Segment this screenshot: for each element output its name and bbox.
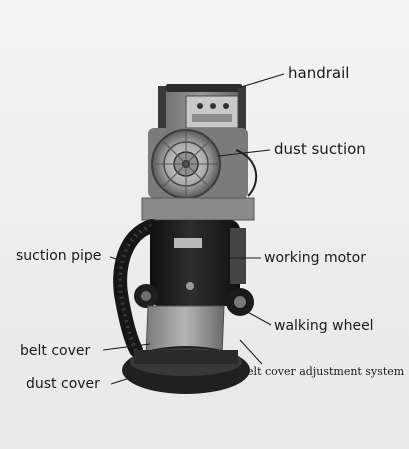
label-suction-pipe: suction pipe xyxy=(16,248,102,264)
leader-dust-suction xyxy=(217,149,271,157)
label-belt-cover: belt cover xyxy=(20,343,91,359)
leader-walking-wheel xyxy=(243,309,272,326)
label-handrail: handrail xyxy=(288,64,350,82)
leader-belt-cover-adjustment xyxy=(239,339,263,365)
leader-handrail xyxy=(237,73,285,89)
label-dust-cover: dust cover xyxy=(26,376,100,392)
mounting-plate xyxy=(141,197,255,221)
suction-pipe-part xyxy=(113,219,159,357)
label-belt-cover-adjustment-system: belt cover adjustment system xyxy=(240,365,405,378)
label-walking-wheel: walking wheel xyxy=(274,318,374,334)
label-working-motor: working motor xyxy=(264,250,366,266)
leader-lines xyxy=(102,73,285,385)
dust-suction-part xyxy=(148,128,257,199)
leader-suction-pipe xyxy=(109,256,127,263)
label-dust-suction: dust suction xyxy=(274,140,366,158)
leader-belt-cover xyxy=(102,343,151,351)
working-motor-part xyxy=(150,220,246,306)
dust-cover-part xyxy=(122,346,250,394)
leader-dust-cover xyxy=(110,375,137,385)
walking-wheel-part xyxy=(134,284,254,316)
